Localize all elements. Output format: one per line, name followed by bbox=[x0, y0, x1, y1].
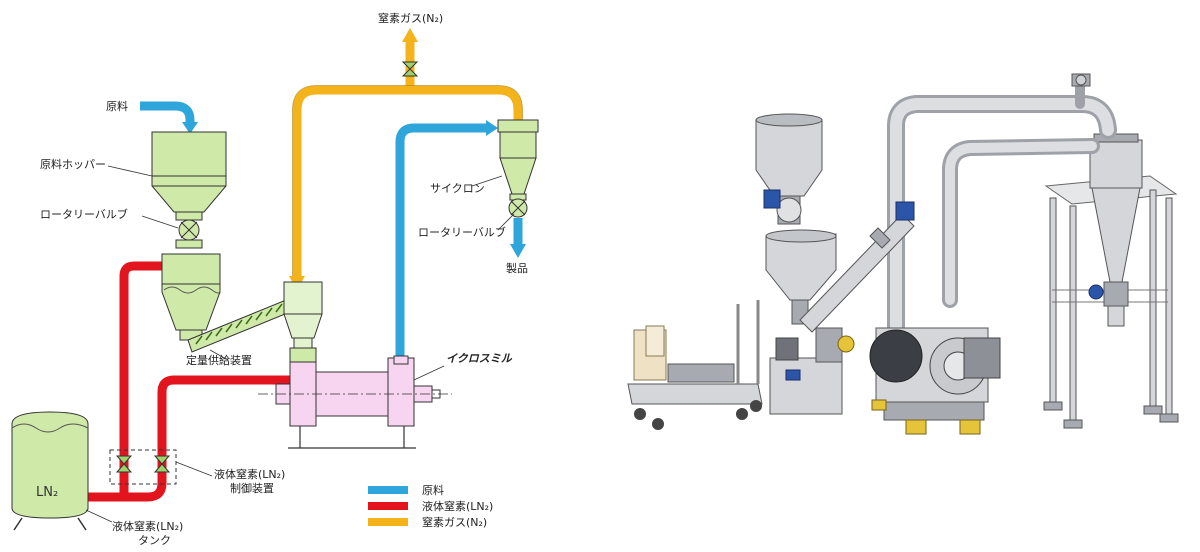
mill-label: イクロスミル bbox=[446, 352, 513, 365]
product-label: 製品 bbox=[506, 261, 528, 275]
n2-out-arrow bbox=[402, 28, 418, 42]
feeder-hopper bbox=[283, 281, 323, 363]
rotary-valve-2-icon bbox=[508, 198, 528, 218]
raw-hopper bbox=[151, 131, 227, 221]
cyclone bbox=[497, 119, 539, 201]
ln2-control-leader bbox=[175, 461, 213, 477]
machine-hydraulic-unit bbox=[769, 327, 855, 415]
legend-swatch-n2 bbox=[368, 518, 408, 526]
ln2-tank-label-1: 液体窒素(LN₂) bbox=[112, 519, 183, 533]
cyclone-label: サイクロン bbox=[430, 182, 485, 195]
legend: 原料 液体窒素(LN₂) 窒素ガス(N₂) bbox=[368, 483, 493, 529]
cyclone-inlet-arrow bbox=[486, 120, 498, 136]
n2-gas-out-label: 窒素ガス(N₂) bbox=[378, 11, 443, 25]
legend-item-ln2: 液体窒素(LN₂) bbox=[368, 499, 493, 513]
machine-cyclone bbox=[1088, 133, 1143, 327]
machine-top-valve bbox=[1071, 73, 1091, 87]
n2-valve-icon bbox=[401, 61, 419, 77]
feeder-leader bbox=[209, 349, 229, 361]
raw-hopper-label: 原料ホッパー bbox=[40, 157, 106, 171]
legend-item-raw: 原料 bbox=[368, 483, 444, 497]
ln2-control-label-2: 制御装置 bbox=[230, 481, 274, 495]
machine-control-cart bbox=[627, 300, 763, 430]
mill-leader bbox=[413, 365, 445, 381]
ln2-control-box bbox=[109, 449, 177, 485]
ln2-tank: LN₂ bbox=[11, 411, 89, 531]
legend-swatch-ln2 bbox=[368, 502, 408, 510]
ln2-tank-leader bbox=[85, 509, 113, 523]
rotary-valve-1-leader bbox=[141, 215, 179, 229]
machine-illustration bbox=[627, 73, 1179, 435]
legend-label-ln2: 液体窒素(LN₂) bbox=[422, 499, 493, 513]
product-arrow bbox=[510, 244, 526, 258]
ln2-valve-icon-2 bbox=[153, 455, 171, 473]
ln2-tank-label-2: タンク bbox=[138, 534, 171, 547]
legend-item-n2: 窒素ガス(N₂) bbox=[368, 515, 487, 529]
legend-label-n2: 窒素ガス(N₂) bbox=[422, 515, 487, 529]
raw-material-label: 原料 bbox=[106, 99, 128, 113]
n2-gas-line-outline bbox=[292, 85, 523, 282]
rotary-valve-1-icon bbox=[175, 219, 203, 249]
machine-screw bbox=[799, 201, 915, 333]
ln2-tank-text: LN₂ bbox=[36, 485, 58, 500]
raw-hopper-leader bbox=[107, 165, 153, 177]
machine-ducts bbox=[887, 77, 1117, 369]
machine-precooler bbox=[765, 229, 837, 325]
ln2-line bbox=[88, 261, 290, 502]
ln2-valve-icon-1 bbox=[115, 455, 133, 473]
process-flow-diagram: 窒素ガス(N₂) 原料 製品 液体窒素(LN₂) 制御装置 bbox=[11, 11, 539, 547]
rotary-valve-1-label: ロータリーバルブ bbox=[40, 207, 128, 221]
cyclone-leader bbox=[471, 175, 503, 187]
machine-mill bbox=[869, 327, 1001, 435]
rotary-valve-2-label: ロータリーバルブ bbox=[418, 225, 506, 239]
raw-material-line bbox=[140, 101, 523, 356]
legend-swatch-raw bbox=[368, 486, 408, 494]
legend-label-raw: 原料 bbox=[422, 483, 444, 497]
precooler bbox=[161, 253, 221, 341]
rotary-valve-2-leader bbox=[497, 213, 515, 231]
feeder-label: 定量供給装置 bbox=[186, 353, 252, 367]
mill bbox=[258, 355, 452, 449]
raw-input-arrow bbox=[182, 122, 198, 134]
ln2-control-label-1: 液体窒素(LN₂) bbox=[214, 467, 285, 481]
machine-hopper bbox=[755, 113, 823, 225]
